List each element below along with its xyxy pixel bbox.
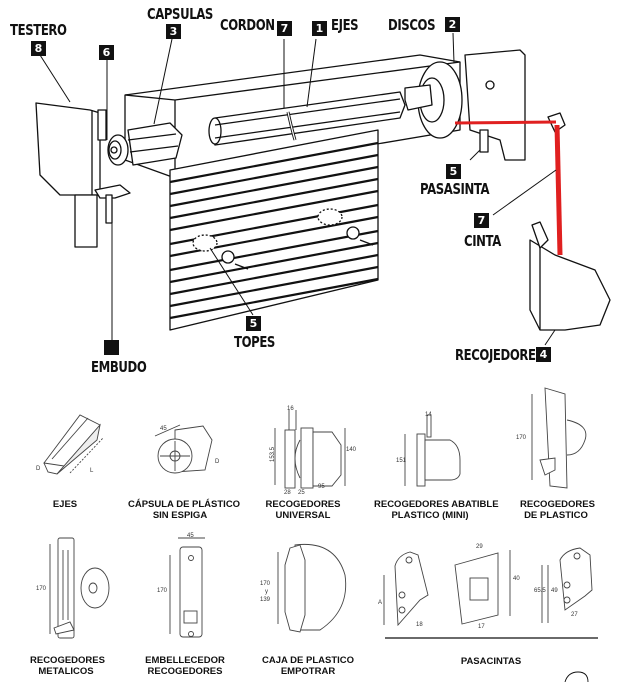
label-ejes: EJES	[331, 16, 359, 34]
badge-6: 6	[99, 45, 114, 60]
leader-lines	[39, 32, 557, 346]
badge-ejes: 1	[312, 21, 327, 36]
svg-text:40: 40	[513, 576, 520, 582]
side-bracket	[464, 49, 526, 161]
svg-text:153.5: 153.5	[270, 446, 276, 462]
part-drawing-recogedores-universal: 16 153.5 140 28 25 95	[270, 406, 357, 496]
badge-embudo	[104, 340, 119, 355]
svg-text:D: D	[36, 466, 41, 472]
capsule	[107, 122, 183, 166]
funnel	[94, 184, 131, 224]
badge-topes: 5	[246, 316, 261, 331]
svg-text:49: 49	[551, 588, 558, 594]
svg-text:25: 25	[298, 490, 305, 496]
svg-text:139: 139	[260, 597, 271, 603]
label-testero: TESTERO	[10, 21, 67, 39]
part-drawing-ejes: D L	[36, 414, 104, 475]
part-drawing-capsula: 45 D	[154, 424, 220, 474]
svg-text:170: 170	[516, 435, 527, 441]
svg-text:18: 18	[416, 622, 423, 628]
strap-winder	[529, 221, 611, 331]
badge-cordon: 7	[277, 21, 292, 36]
label-recojedores: RECOJEDORES	[455, 346, 544, 364]
svg-text:29: 29	[476, 544, 483, 550]
svg-text:45: 45	[187, 533, 194, 539]
end-plate	[35, 102, 107, 248]
label-topes: TOPES	[234, 333, 275, 351]
caption-caja-plastico: CAJA DE PLASTICO EMPOTRAR	[262, 655, 355, 677]
part-drawing-caja-plastico: 170 y 139	[260, 543, 347, 633]
svg-text:A: A	[378, 600, 382, 606]
svg-text:170: 170	[157, 588, 168, 594]
badge-testero: 8	[31, 41, 46, 56]
svg-text:151: 151	[396, 458, 407, 464]
svg-text:27: 27	[571, 612, 578, 618]
part-drawing-embellecedor: 45 170	[157, 533, 205, 638]
svg-text:D: D	[215, 459, 220, 465]
badge-capsulas: 3	[166, 24, 181, 39]
badge-discos: 2	[445, 17, 460, 32]
svg-text:28: 28	[284, 490, 291, 496]
part-drawing-recogedores-plastico: 170	[516, 387, 587, 489]
label-pasasinta: PASASINTA	[420, 180, 490, 198]
caption-recogedores-universal: RECOGEDORES UNIVERSAL	[265, 499, 341, 521]
svg-text:L: L	[90, 468, 94, 474]
caption-pasacintas: PASACINTAS	[460, 656, 522, 667]
strap	[454, 120, 563, 256]
part-drawing-recogedores-metalicos: 170	[36, 537, 110, 639]
badge-pasasinta: 5	[446, 164, 461, 179]
caption-capsula: CÁPSULA DE PLÁSTICO SIN ESPIGA	[128, 499, 241, 521]
svg-text:14: 14	[425, 412, 432, 418]
svg-text:170: 170	[36, 586, 47, 592]
caption-ejes: EJES	[52, 499, 78, 510]
svg-text:95: 95	[318, 484, 325, 490]
svg-text:170: 170	[260, 581, 271, 587]
label-capsulas: CAPSULAS	[147, 5, 213, 23]
svg-text:45: 45	[160, 426, 167, 432]
badge-cinta: 7	[474, 213, 489, 228]
svg-text:65.5: 65.5	[534, 588, 546, 594]
axle	[208, 91, 406, 146]
svg-text:16: 16	[287, 406, 294, 412]
svg-text:140: 140	[346, 447, 357, 453]
strap-clip	[547, 112, 566, 133]
part-drawing-pasacintas: A 18 29 40 17 65.5 49 27	[378, 544, 598, 639]
caption-embellecedor: EMBELLECEDOR RECOGEDORES	[145, 655, 225, 677]
svg-text:y: y	[265, 589, 268, 595]
svg-text:17: 17	[478, 624, 485, 630]
label-cinta: CINTA	[464, 232, 501, 250]
caption-recogedores-abatible: RECOGEDORES ABATIBLE PLASTICO (MINI)	[374, 499, 499, 521]
caption-recogedores-metalicos: RECOGEDORES METALICOS	[30, 655, 105, 677]
cursor-decoration	[564, 671, 589, 682]
label-embudo: EMBUDO	[91, 358, 147, 376]
label-discos: DISCOS	[388, 16, 436, 34]
part-drawing-recogedores-abatible: 14 151	[396, 412, 461, 487]
disc	[404, 61, 463, 139]
stops	[192, 208, 374, 270]
label-cordon: CORDON	[220, 16, 275, 34]
caption-recogedores-plastico: RECOGEDORES DE PLASTICO	[520, 499, 595, 521]
badge-recojedores: 4	[536, 347, 551, 362]
slats	[169, 129, 379, 331]
